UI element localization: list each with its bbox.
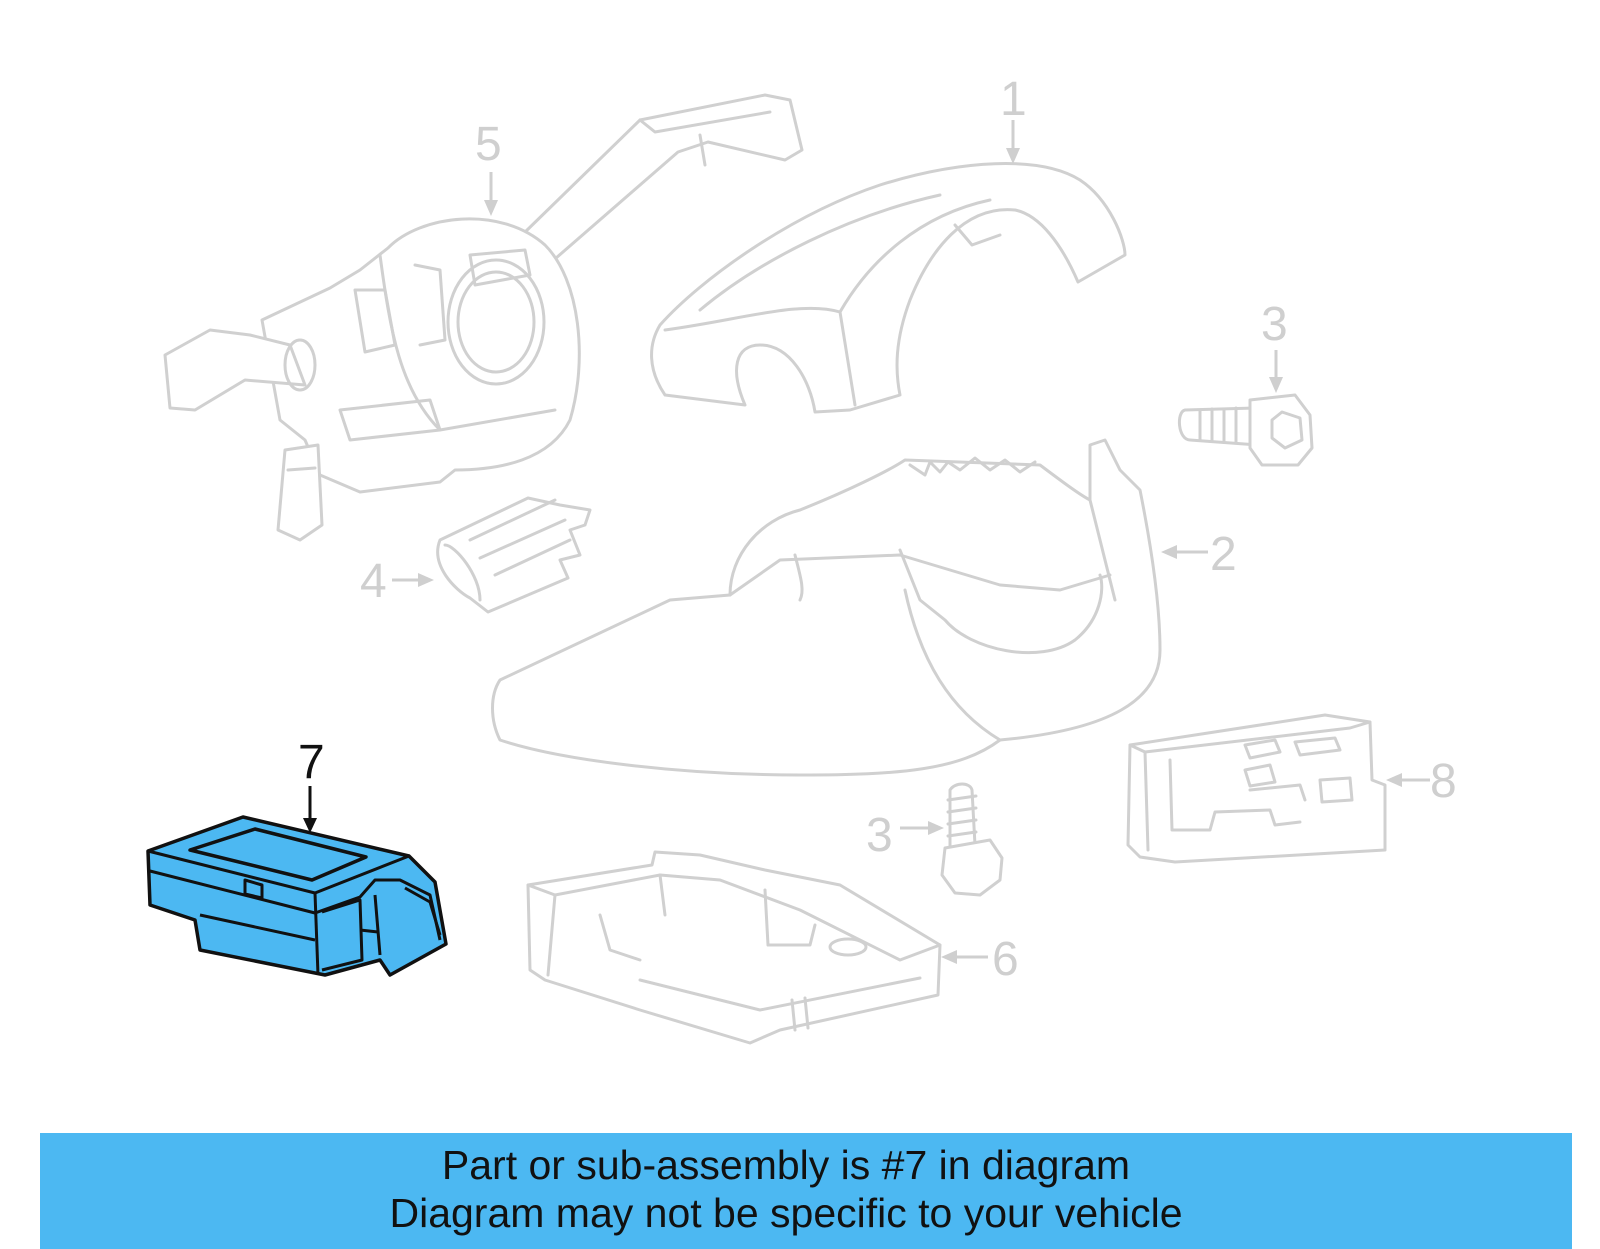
part-6-bracket[interactable]: 6 xyxy=(526,850,1019,1045)
callout-3-upper: 3 xyxy=(1261,298,1288,351)
part-8-module[interactable]: 8 xyxy=(1126,713,1457,864)
callout-1: 1 xyxy=(1000,73,1027,126)
info-banner: Part or sub-assembly is #7 in diagram Di… xyxy=(40,1133,1572,1249)
part-1-upper-shroud[interactable]: 1 xyxy=(650,73,1127,414)
part-3-bolt-upper[interactable]: 3 xyxy=(1177,298,1314,467)
callout-2: 2 xyxy=(1210,528,1237,581)
part-7-highlighted-module[interactable]: 7 xyxy=(146,736,448,977)
part-3-screw-middle[interactable]: 3 xyxy=(866,782,1004,897)
callout-5: 5 xyxy=(475,118,502,171)
banner-line-2: Diagram may not be specific to your vehi… xyxy=(389,1190,1183,1236)
banner-line-1: Part or sub-assembly is #7 in diagram xyxy=(441,1142,1131,1188)
callout-4: 4 xyxy=(360,555,387,608)
callout-7: 7 xyxy=(298,736,325,789)
part-4-trim-piece[interactable]: 4 xyxy=(360,496,592,614)
callout-3-middle: 3 xyxy=(866,809,893,862)
callout-8: 8 xyxy=(1430,755,1457,808)
part-2-lower-shroud[interactable]: 2 xyxy=(491,438,1237,777)
part-5-multifunction-switch[interactable]: 5 xyxy=(163,93,804,542)
callout-6: 6 xyxy=(992,933,1019,986)
